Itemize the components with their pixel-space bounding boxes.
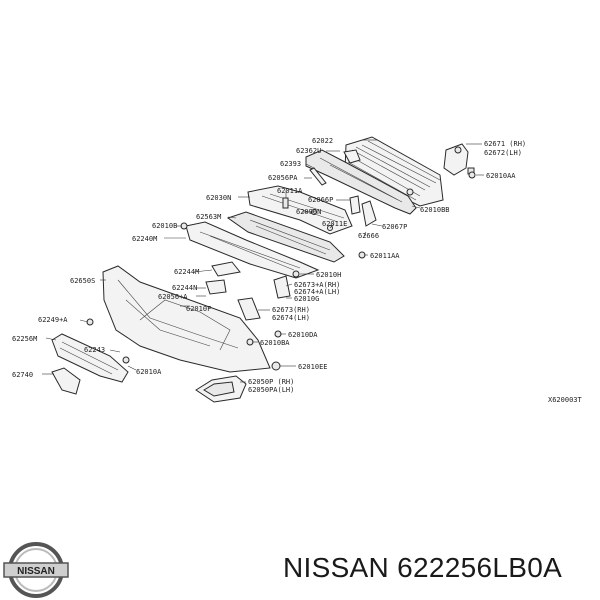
lower-grille-part — [51, 333, 129, 383]
bracket-62673-part — [237, 297, 261, 321]
bumper-fascia-part — [102, 265, 271, 373]
label-62243: 62243 — [84, 346, 105, 354]
label-62362u: 62362U — [296, 147, 321, 155]
label-62672: 62672(LH) — [484, 149, 522, 157]
label-62010h: 62010H — [316, 271, 341, 279]
energy-absorber-part — [226, 211, 345, 263]
label-62240m: 62240M — [132, 235, 157, 243]
label-62671: 62671 (RH) — [484, 140, 526, 148]
bracket-62067p-part — [361, 200, 377, 227]
label-62010ba: 62010BA — [260, 339, 290, 347]
label-62393: 62393 — [280, 160, 301, 168]
label-62674a: 62674+A(LH) — [294, 288, 340, 296]
logo-text: NISSAN — [17, 566, 55, 577]
screw-part — [309, 167, 327, 186]
label-62010ee: 62010EE — [298, 363, 328, 371]
lower-trim-part — [51, 367, 81, 395]
label-62056pa: 62056PA — [268, 174, 298, 182]
leader-lines — [42, 139, 484, 383]
lower-cover-part — [185, 221, 320, 279]
bracket-62066p-part — [349, 195, 361, 215]
label-62030n: 62030N — [206, 194, 231, 202]
label-62256m: 62256M — [12, 335, 37, 343]
label-62674lh: 62674(LH) — [272, 314, 310, 322]
fog-lamp-part — [195, 375, 247, 403]
nissan-logo-icon: NISSAN — [3, 542, 69, 598]
label-62666: 62666 — [358, 232, 379, 240]
label-62740: 62740 — [12, 371, 33, 379]
label-62010aa: 62010AA — [486, 172, 516, 180]
bracket-62673a-part — [273, 275, 291, 299]
clip-62010a-part — [122, 356, 130, 364]
label-62010da: 62010DA — [288, 331, 318, 339]
label-62244n: 62244N — [172, 284, 197, 292]
clip-62010bb-part — [406, 188, 414, 196]
label-62022: 62022 — [312, 137, 333, 145]
label-62011aa: 62011AA — [370, 252, 400, 260]
label-62066p: 62066P — [308, 196, 333, 204]
label-62563m: 62563M — [196, 213, 221, 221]
label-62056a: 62056+A — [158, 293, 188, 301]
upper-bracket-part — [343, 149, 361, 164]
label-62010f: 62010F — [186, 305, 211, 313]
label-62650s: 62650S — [70, 277, 95, 285]
label-62090n: 62090N — [296, 208, 321, 216]
clip-62010ee-part — [271, 361, 281, 371]
under-cover-part — [247, 185, 353, 235]
label-62249a: 62249+A — [38, 316, 68, 324]
label-62010b: 62010B — [152, 222, 177, 230]
label-62673rh: 62673(RH) — [272, 306, 310, 314]
bracket-62244n-part — [205, 279, 227, 295]
part-title: NISSAN 622256LB0A — [283, 552, 563, 583]
label-62010a: 62010A — [136, 368, 162, 376]
label-62050pa: 62050PA(LH) — [248, 386, 294, 394]
side-bracket-part — [443, 143, 475, 176]
bracket-62244m-part — [211, 261, 241, 277]
label-62010bb: 62010BB — [420, 206, 450, 214]
label-62244m: 62244M — [174, 268, 199, 276]
label-62011a: 62011A — [277, 187, 303, 195]
part-labels: 62022 62671 (RH) 62672(LH) 62362U 62393 … — [12, 137, 583, 404]
label-62011e: 62011E — [322, 220, 347, 228]
clip-62010h-part — [292, 270, 300, 278]
label-62050p: 62050P (RH) — [248, 378, 294, 386]
clip-62011a-part — [282, 197, 289, 209]
label-62010g: 62010G — [294, 295, 319, 303]
label-62673a: 62673+A(RH) — [294, 281, 340, 289]
label-62067p: 62067P — [382, 223, 407, 231]
clip-62010aa-part — [468, 171, 476, 179]
diagram-reference-code: X620003T — [548, 396, 583, 404]
